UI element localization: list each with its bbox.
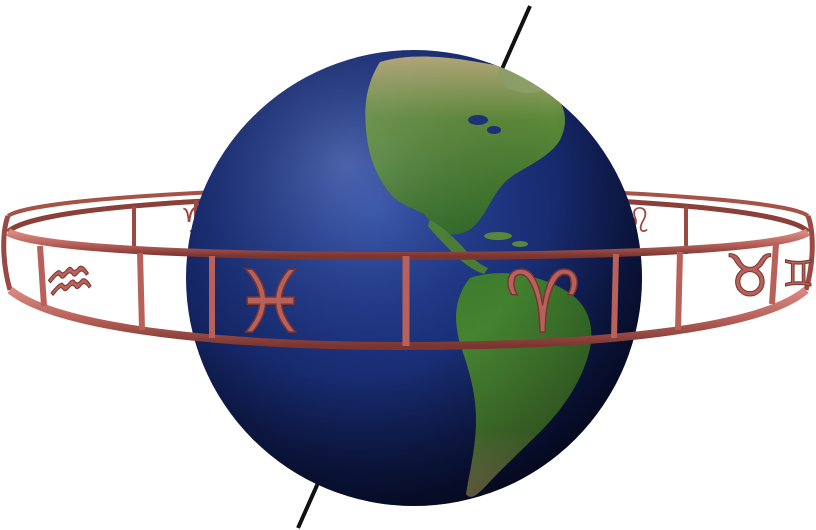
taurus-glyph: ♉ bbox=[724, 242, 776, 310]
pisces-glyph: ♓ bbox=[232, 253, 309, 353]
aries-glyph: ♈ bbox=[504, 253, 581, 353]
gemini-glyph: ♊ bbox=[782, 254, 814, 295]
